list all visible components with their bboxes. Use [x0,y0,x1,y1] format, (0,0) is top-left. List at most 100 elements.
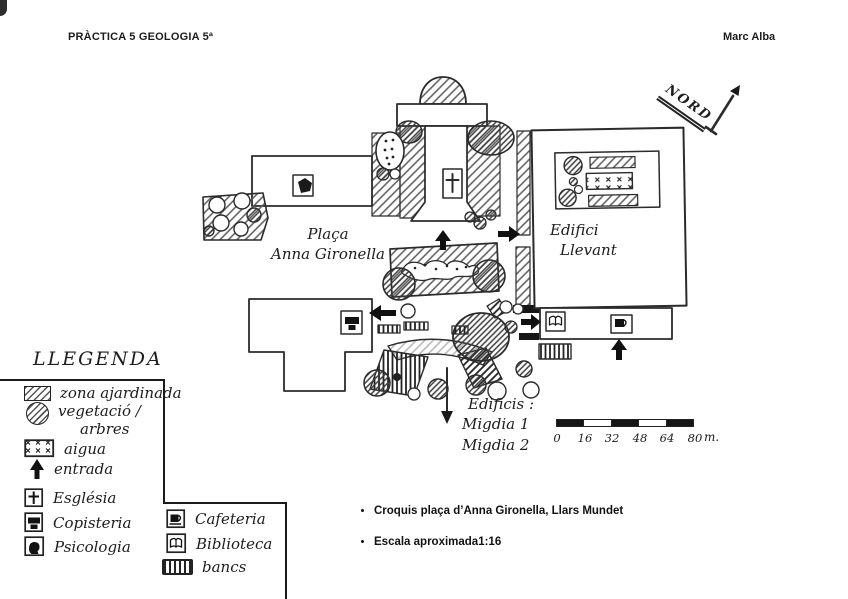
tree-icon [465,374,487,396]
pond-marks [413,263,468,271]
tree-icon [233,221,249,237]
garden-bed [589,155,636,169]
water-basin [585,171,634,191]
tree-icon [512,303,524,315]
tree-icon [515,360,533,378]
legend-item-label: Església [53,489,117,507]
tree-icon [212,214,230,232]
bench-icon [377,324,401,334]
church-dome [419,76,467,105]
church-building [371,76,515,230]
legend-item-label: Psicologia [54,537,131,556]
scale-tick: 0 [553,431,561,445]
tree-icon [487,381,507,401]
tree-icon [464,211,476,223]
tree-icon [472,259,506,293]
migdia-arrow [441,367,453,424]
tree-icon [568,177,578,187]
legend-border [163,502,287,505]
legend-item-label: Biblioteca [196,534,273,553]
author-name: Marc Alba [723,31,776,43]
edifici-label-line1: Edifici [550,221,599,239]
legend-border [0,379,165,382]
scale-tick: 32 [604,431,620,445]
edifici-llevant-building [530,126,688,310]
scale-segment [610,420,639,426]
water-icon [24,439,55,458]
psicologia-icon [292,174,314,197]
scale-tick: 80 [687,431,703,445]
tree-icon [246,207,262,223]
scale-tick: 48 [632,431,648,445]
southeast-building [539,307,673,340]
legend-item-cafeteria: Cafeteria [166,509,266,529]
t-building [248,298,373,392]
benches [377,321,469,335]
tree-icon [504,320,518,334]
wall-segment [519,333,539,340]
tree-icon [563,155,583,176]
placa-label-line1: Plaça [307,225,349,243]
legend-item-copisteria: Copisteria [24,512,131,533]
esglesia-cross-icon [442,168,463,199]
legend-item-zona: zona ajardinada [24,384,182,402]
church-cross-icon [24,488,44,508]
page-title: PRÀCTICA 5 GEOLOGIA 5ª [68,31,214,43]
legend-item-label: zona ajardinada [60,384,182,402]
placa-label-line2: Anna Gironella [271,245,385,264]
copisteria-icon [340,310,363,335]
legend-item-label: arbres [80,420,130,438]
cafeteria-cup-icon [166,509,186,529]
legend-item-label: entrada [54,460,114,478]
tree-icon [233,192,251,210]
legend-item-entrada: entrada [29,458,113,480]
scale-unit: m. [704,430,720,444]
tree-icon [522,381,540,399]
legend-item-label: bancs [202,558,247,576]
tree-icon [382,267,416,301]
legend-item-label: vegetació / [58,402,141,420]
tree-icon [395,120,423,144]
entrance-arrow-up [611,339,627,360]
scale-segment [665,420,694,426]
legend-item-bancs: bancs [162,558,246,576]
library-book-icon [166,533,187,554]
tree-icon [208,196,226,214]
scale-segment [638,420,665,426]
placa-garden [382,242,506,301]
note-item: Escala aproximada1:16 [374,536,714,548]
edificis-item2: Migdia 2 [462,435,530,454]
scale-segment [557,420,584,426]
bench-icon [162,559,193,575]
tree-icon [427,378,449,400]
legend-item-aigua: aigua [24,439,106,458]
entrance-arrow-up [435,230,451,250]
tree-icon [376,167,390,181]
fountain [375,131,405,171]
edificis-migdia-label: Edificis : Migdia 1 Migdia 2 [462,394,534,455]
vegetation-tree-icon [26,402,49,425]
scan-artifact [0,0,7,16]
cafeteria-icon [610,314,633,334]
legend-item-label: Cafeteria [195,510,266,528]
legend-border [163,379,166,504]
stairs [538,343,572,360]
tree-icon [473,216,487,230]
garden-zone-icon [24,385,51,401]
legend-item-biblioteca: Biblioteca [166,533,272,554]
tree-icon [393,373,401,381]
scale-bar [556,419,694,427]
tree-icon [499,300,513,314]
entrance-arrow-icon [30,459,44,479]
garden-bed [588,193,639,207]
legend-item-esglesia: Església [24,488,116,508]
biblioteca-icon [545,311,566,332]
psychology-icon [24,536,45,557]
legend-border [285,502,288,599]
legend-item-label: Copisteria [53,513,132,532]
legend-title: LLEGENDA [33,348,163,370]
scale-tick: 64 [659,431,675,445]
edificis-item1: Migdia 1 [462,415,530,434]
